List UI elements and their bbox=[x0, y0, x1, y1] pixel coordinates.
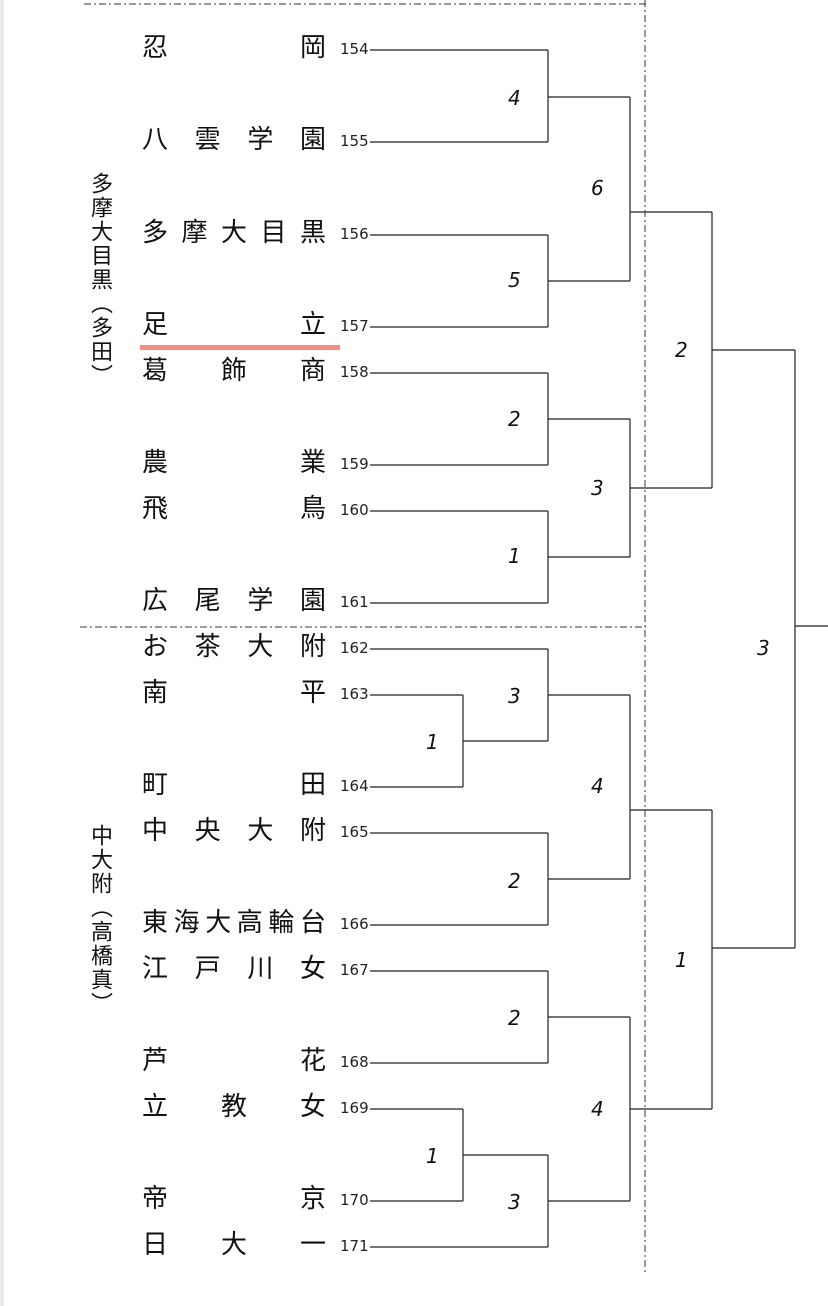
team-number: 164 bbox=[340, 777, 369, 795]
match-score: 2 bbox=[675, 338, 688, 362]
team-number: 169 bbox=[340, 1099, 369, 1117]
match-connector bbox=[547, 50, 630, 142]
match-connector bbox=[462, 1109, 548, 1201]
page-left-edge bbox=[0, 0, 4, 1306]
match-score: 2 bbox=[508, 1006, 521, 1030]
team-number: 159 bbox=[340, 455, 369, 473]
team-name: 多摩大目黒 bbox=[142, 218, 326, 248]
match-connector bbox=[547, 511, 630, 603]
match-score: 1 bbox=[508, 544, 521, 568]
team-name: 日大一 bbox=[142, 1230, 326, 1260]
team-number: 171 bbox=[340, 1237, 369, 1255]
team-name: 芦花 bbox=[142, 1046, 326, 1076]
team-name: 帝京 bbox=[142, 1184, 326, 1214]
match-score: 1 bbox=[675, 948, 688, 972]
match-connector bbox=[547, 235, 630, 327]
match-connector bbox=[794, 350, 828, 948]
match-score: 2 bbox=[508, 869, 521, 893]
team-number: 157 bbox=[340, 317, 369, 335]
match-score: 3 bbox=[508, 684, 521, 708]
team-name: 江戸川女 bbox=[142, 954, 326, 984]
group-label-chudaifu: 中大附（高橋真） bbox=[87, 824, 112, 1016]
team-name: 立教女 bbox=[142, 1092, 326, 1122]
team-number: 161 bbox=[340, 593, 369, 611]
team-name: 八雲学園 bbox=[142, 125, 326, 155]
match-score: 3 bbox=[757, 636, 770, 660]
team-number: 167 bbox=[340, 961, 369, 979]
team-number: 155 bbox=[340, 132, 369, 150]
team-name: お茶大附 bbox=[142, 632, 326, 662]
match-connector bbox=[547, 1155, 630, 1247]
team-number: 165 bbox=[340, 823, 369, 841]
team-number: 166 bbox=[340, 915, 369, 933]
group-label-tamadaimeguro: 多摩大目黒（多田） bbox=[87, 172, 112, 388]
match-score: 5 bbox=[508, 268, 521, 292]
match-connector bbox=[629, 1017, 712, 1201]
team-number: 163 bbox=[340, 685, 369, 703]
match-connector bbox=[711, 212, 795, 488]
team-name: 農業 bbox=[142, 448, 326, 478]
match-connector bbox=[629, 97, 712, 281]
team-number: 160 bbox=[340, 501, 369, 519]
team-number: 162 bbox=[340, 639, 369, 657]
team-name: 広尾学園 bbox=[142, 586, 326, 616]
match-score: 3 bbox=[508, 1190, 521, 1214]
match-score: 6 bbox=[591, 176, 604, 200]
match-connector bbox=[547, 971, 630, 1063]
match-connector bbox=[711, 810, 795, 1109]
match-connector bbox=[629, 695, 712, 879]
team-name: 南平 bbox=[142, 678, 326, 708]
team-name: 足立 bbox=[142, 310, 326, 340]
team-number: 156 bbox=[340, 225, 369, 243]
match-connector bbox=[547, 373, 630, 465]
team-name: 東海大高輪台 bbox=[142, 908, 326, 938]
match-score: 1 bbox=[426, 1144, 439, 1168]
match-connector bbox=[629, 419, 712, 557]
team-name: 飛鳥 bbox=[142, 494, 326, 524]
team-number: 170 bbox=[340, 1191, 369, 1209]
match-score: 4 bbox=[591, 1097, 604, 1121]
match-score: 4 bbox=[591, 774, 604, 798]
team-name: 町田 bbox=[142, 770, 326, 800]
team-name: 中央大附 bbox=[142, 816, 326, 846]
team-number: 154 bbox=[340, 40, 369, 58]
match-score: 3 bbox=[591, 476, 604, 500]
match-score: 2 bbox=[508, 407, 521, 431]
match-score: 4 bbox=[508, 86, 521, 110]
match-connector bbox=[462, 695, 548, 787]
team-number: 168 bbox=[340, 1053, 369, 1071]
highlight-underline bbox=[140, 345, 340, 350]
team-name: 忍岡 bbox=[142, 33, 326, 63]
match-score: 1 bbox=[426, 730, 439, 754]
match-connector bbox=[547, 649, 630, 741]
team-number: 158 bbox=[340, 363, 369, 381]
team-name: 葛飾商 bbox=[142, 356, 326, 386]
match-connector bbox=[547, 833, 630, 925]
